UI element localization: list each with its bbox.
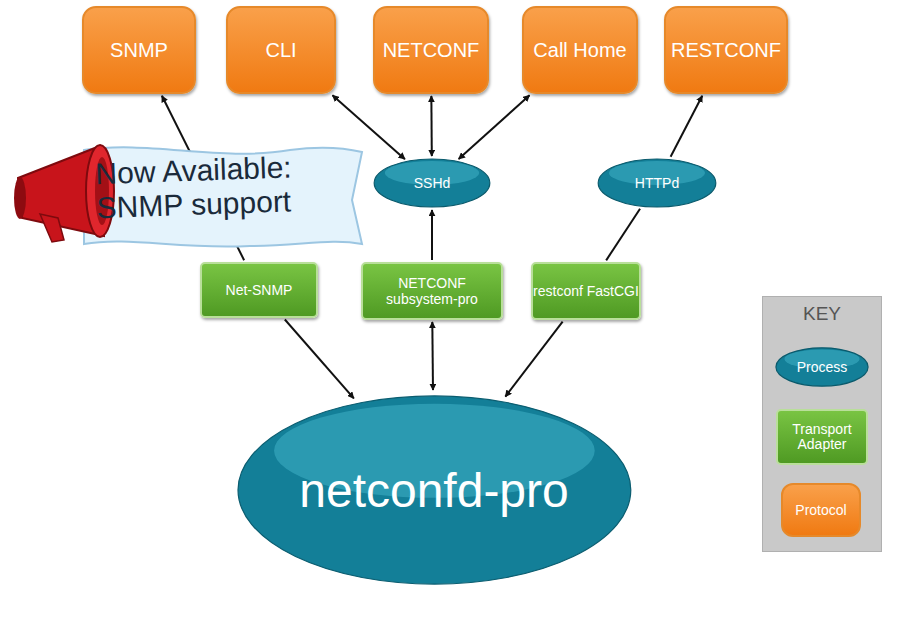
connector-arrow — [431, 322, 434, 390]
protocol-box: CLI — [226, 6, 336, 94]
connector-arrow — [285, 320, 354, 399]
node-text: HTTPd — [635, 175, 679, 191]
node-text: Protocol — [795, 502, 846, 518]
node-text: Transport Adapter — [778, 422, 866, 451]
protocol-box: Call Home — [522, 6, 638, 94]
node-text: Process — [797, 359, 848, 375]
banner-text: Now Available: SNMP support — [95, 149, 337, 225]
node-text: restconf FastCGI — [533, 283, 639, 299]
node-text: KEY — [803, 303, 841, 325]
node-text: netconfd-pro — [299, 463, 569, 518]
key-panel: KEY ProcessTransport AdapterProtocol — [762, 296, 882, 552]
process-ellipse: SSHd — [373, 158, 491, 208]
node-text: RESTCONF — [671, 39, 781, 62]
process-ellipse: HTTPd — [597, 158, 717, 208]
node-text: SNMP — [110, 39, 168, 62]
node-text: SSHd — [414, 175, 451, 191]
protocol-box: NETCONF — [373, 6, 489, 94]
connector-arrow — [431, 210, 433, 260]
node-text: Net-SNMP — [226, 282, 293, 298]
connector-arrow — [430, 96, 432, 156]
key-protocol: Protocol — [781, 483, 861, 537]
key-process: Process — [775, 347, 869, 387]
node-text: NETCONF — [383, 39, 480, 62]
node-text: CLI — [265, 39, 296, 62]
adapter-box: Net-SNMP — [200, 262, 318, 318]
connector-arrow — [505, 322, 562, 397]
key-adapter: Transport Adapter — [776, 409, 868, 465]
daemon-ellipse: netconfd-pro — [234, 392, 635, 588]
node-text: Call Home — [533, 39, 626, 62]
connector-arrow — [459, 95, 530, 159]
adapter-box: restconf FastCGI — [531, 262, 641, 320]
node-text: NETCONF subsystem-pro — [363, 275, 501, 307]
connector-arrow — [671, 96, 703, 157]
connector-arrow — [606, 209, 640, 261]
protocol-box: SNMP — [82, 6, 196, 94]
adapter-box: NETCONF subsystem-pro — [361, 262, 503, 320]
protocol-box: RESTCONF — [664, 6, 788, 94]
